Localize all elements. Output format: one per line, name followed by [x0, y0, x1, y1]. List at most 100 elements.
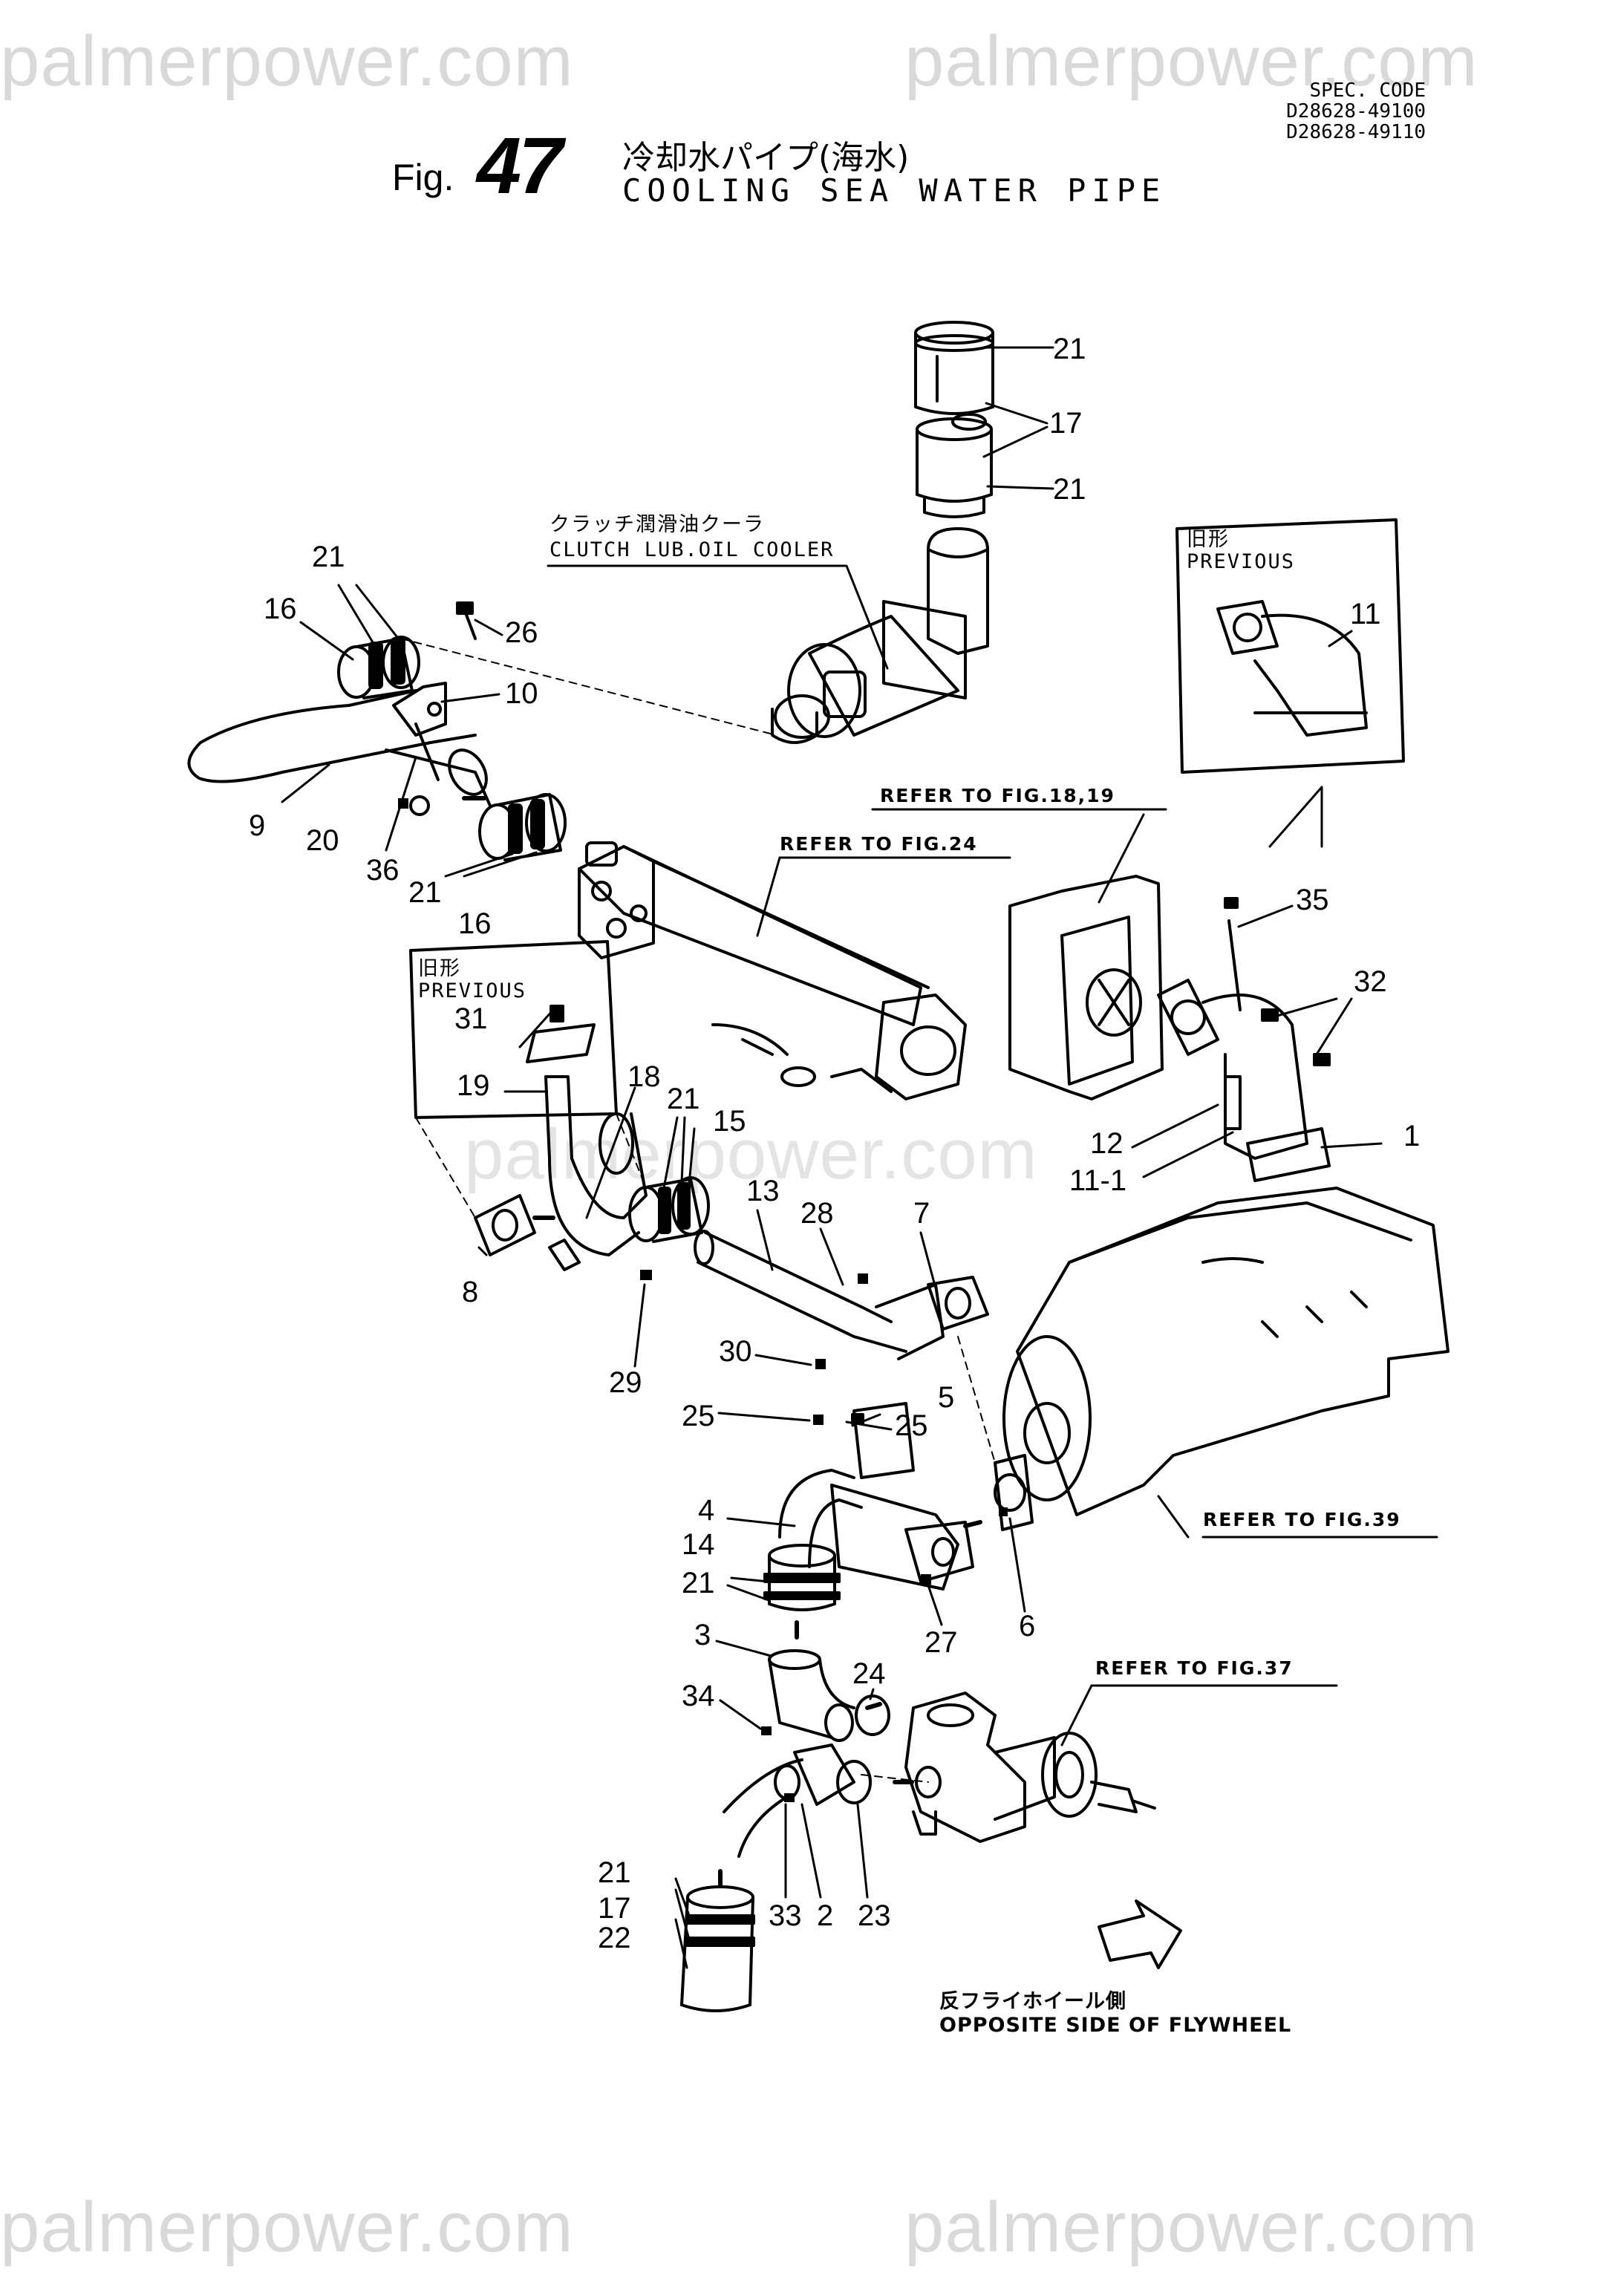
callout-31: 31: [454, 1002, 488, 1035]
hose-22-icon: [680, 1885, 755, 2012]
clutch-oil-cooler-icon: [771, 527, 989, 744]
pipe-2-icon: [723, 1743, 855, 1858]
callout-24: 24: [852, 1657, 886, 1690]
callout-15: 15: [713, 1105, 746, 1138]
callout-27: 27: [924, 1626, 958, 1659]
callout-4: 4: [698, 1494, 715, 1527]
clutch-cooler-label-jp: クラッチ潤滑油クーラ: [550, 513, 765, 536]
callout-16: 16: [458, 907, 492, 940]
spec-code-2: D28628-49110: [1286, 121, 1426, 143]
fig-number: 47: [477, 120, 563, 210]
engine-block-upper-icon: [1008, 875, 1164, 1100]
callout-11-1: 11-1: [1069, 1164, 1127, 1197]
oil-cooler-body-icon: [578, 841, 967, 1100]
dashed-lines: [400, 638, 996, 1783]
callout-8: 8: [462, 1276, 479, 1308]
callout-20: 20: [306, 824, 339, 857]
callout-12: 12: [1090, 1127, 1124, 1160]
callout-2: 2: [817, 1899, 834, 1932]
hose-14-icon: [763, 1544, 841, 1611]
callout-18: 18: [627, 1060, 661, 1093]
callout-10: 10: [505, 677, 538, 710]
clutch-cooler-label-en: CLUTCH LUB.OIL COOLER: [550, 538, 835, 561]
callout-17: 17: [598, 1892, 631, 1925]
callout-14: 14: [682, 1528, 715, 1561]
previous-box-right: [1175, 518, 1405, 774]
refer-fig-37: REFER TO FIG.37: [1095, 1657, 1294, 1679]
direction-arrow-icon: [1098, 1899, 1182, 1969]
callout-21: 21: [1053, 473, 1086, 506]
watermark-center: palmerpower.com: [464, 1115, 1038, 1194]
watermark-bottom-left: palmerpower.com: [0, 2188, 574, 2267]
callout-21: 21: [408, 876, 442, 909]
hose-15-icon: [628, 1176, 710, 1243]
callout-13: 13: [746, 1175, 780, 1207]
pipe-3-icon: [768, 1649, 855, 1742]
callout-25: 25: [682, 1400, 715, 1432]
callout-21: 21: [667, 1083, 700, 1115]
previous-left-label-jp: 旧形: [418, 957, 461, 980]
pipe-4-icon: [778, 1469, 974, 1591]
previous-left-label-en: PREVIOUS: [418, 979, 527, 1002]
previous-right-label-en: PREVIOUS: [1187, 550, 1296, 573]
callout-21: 21: [312, 541, 345, 573]
callout-34: 34: [682, 1680, 715, 1712]
refer-fig-18-19: REFER TO FIG.18,19: [880, 785, 1115, 806]
callout-21: 21: [1053, 333, 1086, 365]
heat-exchanger-icon: [994, 1187, 1449, 1531]
refer-fig-39: REFER TO FIG.39: [1203, 1509, 1401, 1530]
callout-26: 26: [505, 616, 538, 649]
elbow-18-icon: [474, 1075, 648, 1271]
callout-19: 19: [457, 1069, 490, 1102]
bracket-10-icon: [392, 601, 477, 737]
bolts-icon: [398, 798, 1008, 1802]
spec-code-label: SPEC. CODE: [1309, 79, 1426, 102]
callout-1: 1: [1403, 1120, 1421, 1152]
flywheel-label-en: OPPOSITE SIDE OF FLYWHEEL: [939, 2014, 1292, 2037]
callout-17: 17: [1049, 407, 1083, 440]
callout-30: 30: [719, 1335, 752, 1368]
callout-9: 9: [249, 809, 266, 842]
callout-11: 11: [1350, 598, 1381, 630]
previous-right-label-jp: 旧形: [1187, 528, 1230, 551]
callout-35: 35: [1296, 884, 1329, 916]
callout-6: 6: [1019, 1610, 1036, 1643]
top-hose-lower-icon: [916, 413, 993, 518]
top-hose-upper-icon: [914, 321, 994, 415]
callout-29: 29: [609, 1366, 642, 1399]
elbow-11-icon: [1157, 897, 1331, 1182]
spec-code-block: SPEC. CODE D28628-49100 D28628-49110: [1218, 80, 1426, 143]
title-english: COOLING SEA WATER PIPE: [622, 172, 1167, 209]
flow-arrows-icon: [462, 796, 982, 1888]
callout-22: 22: [598, 1922, 631, 1954]
hose-16-lower-icon: [409, 793, 567, 861]
fig-prefix: Fig.: [392, 157, 454, 198]
callout-21: 21: [598, 1856, 631, 1889]
watermark-top-left: palmerpower.com: [0, 22, 574, 101]
callout-33: 33: [769, 1899, 802, 1932]
watermark-bottom-right: palmerpower.com: [904, 2188, 1478, 2267]
watermark-top-right: palmerpower.com: [904, 22, 1478, 101]
callout-32: 32: [1354, 965, 1387, 998]
reference-lines: [547, 564, 1438, 1746]
pipe-13-icon: [694, 1230, 989, 1360]
hose-16-upper-icon: [337, 636, 420, 699]
callout-21: 21: [682, 1567, 715, 1599]
callout-25: 25: [895, 1409, 928, 1442]
callout-7: 7: [913, 1197, 930, 1230]
callout-3: 3: [694, 1619, 711, 1651]
sea-water-pump-icon: [904, 1692, 1156, 1843]
pipe-9-icon: [187, 689, 492, 807]
leader-lines: [281, 346, 1383, 1969]
refer-fig-24: REFER TO FIG.24: [780, 833, 978, 855]
callout-23: 23: [858, 1899, 891, 1932]
gasket-23-icon: [836, 1760, 872, 1804]
gasket-24-icon: [855, 1694, 890, 1736]
callout-36: 36: [366, 854, 400, 887]
callout-5: 5: [938, 1381, 955, 1414]
spec-code-1: D28628-49100: [1286, 100, 1426, 123]
title-japanese: 冷却水パイプ(海水): [622, 139, 910, 177]
callout-28: 28: [800, 1197, 834, 1230]
flywheel-label-jp: 反フライホイール側: [939, 1990, 1126, 2013]
